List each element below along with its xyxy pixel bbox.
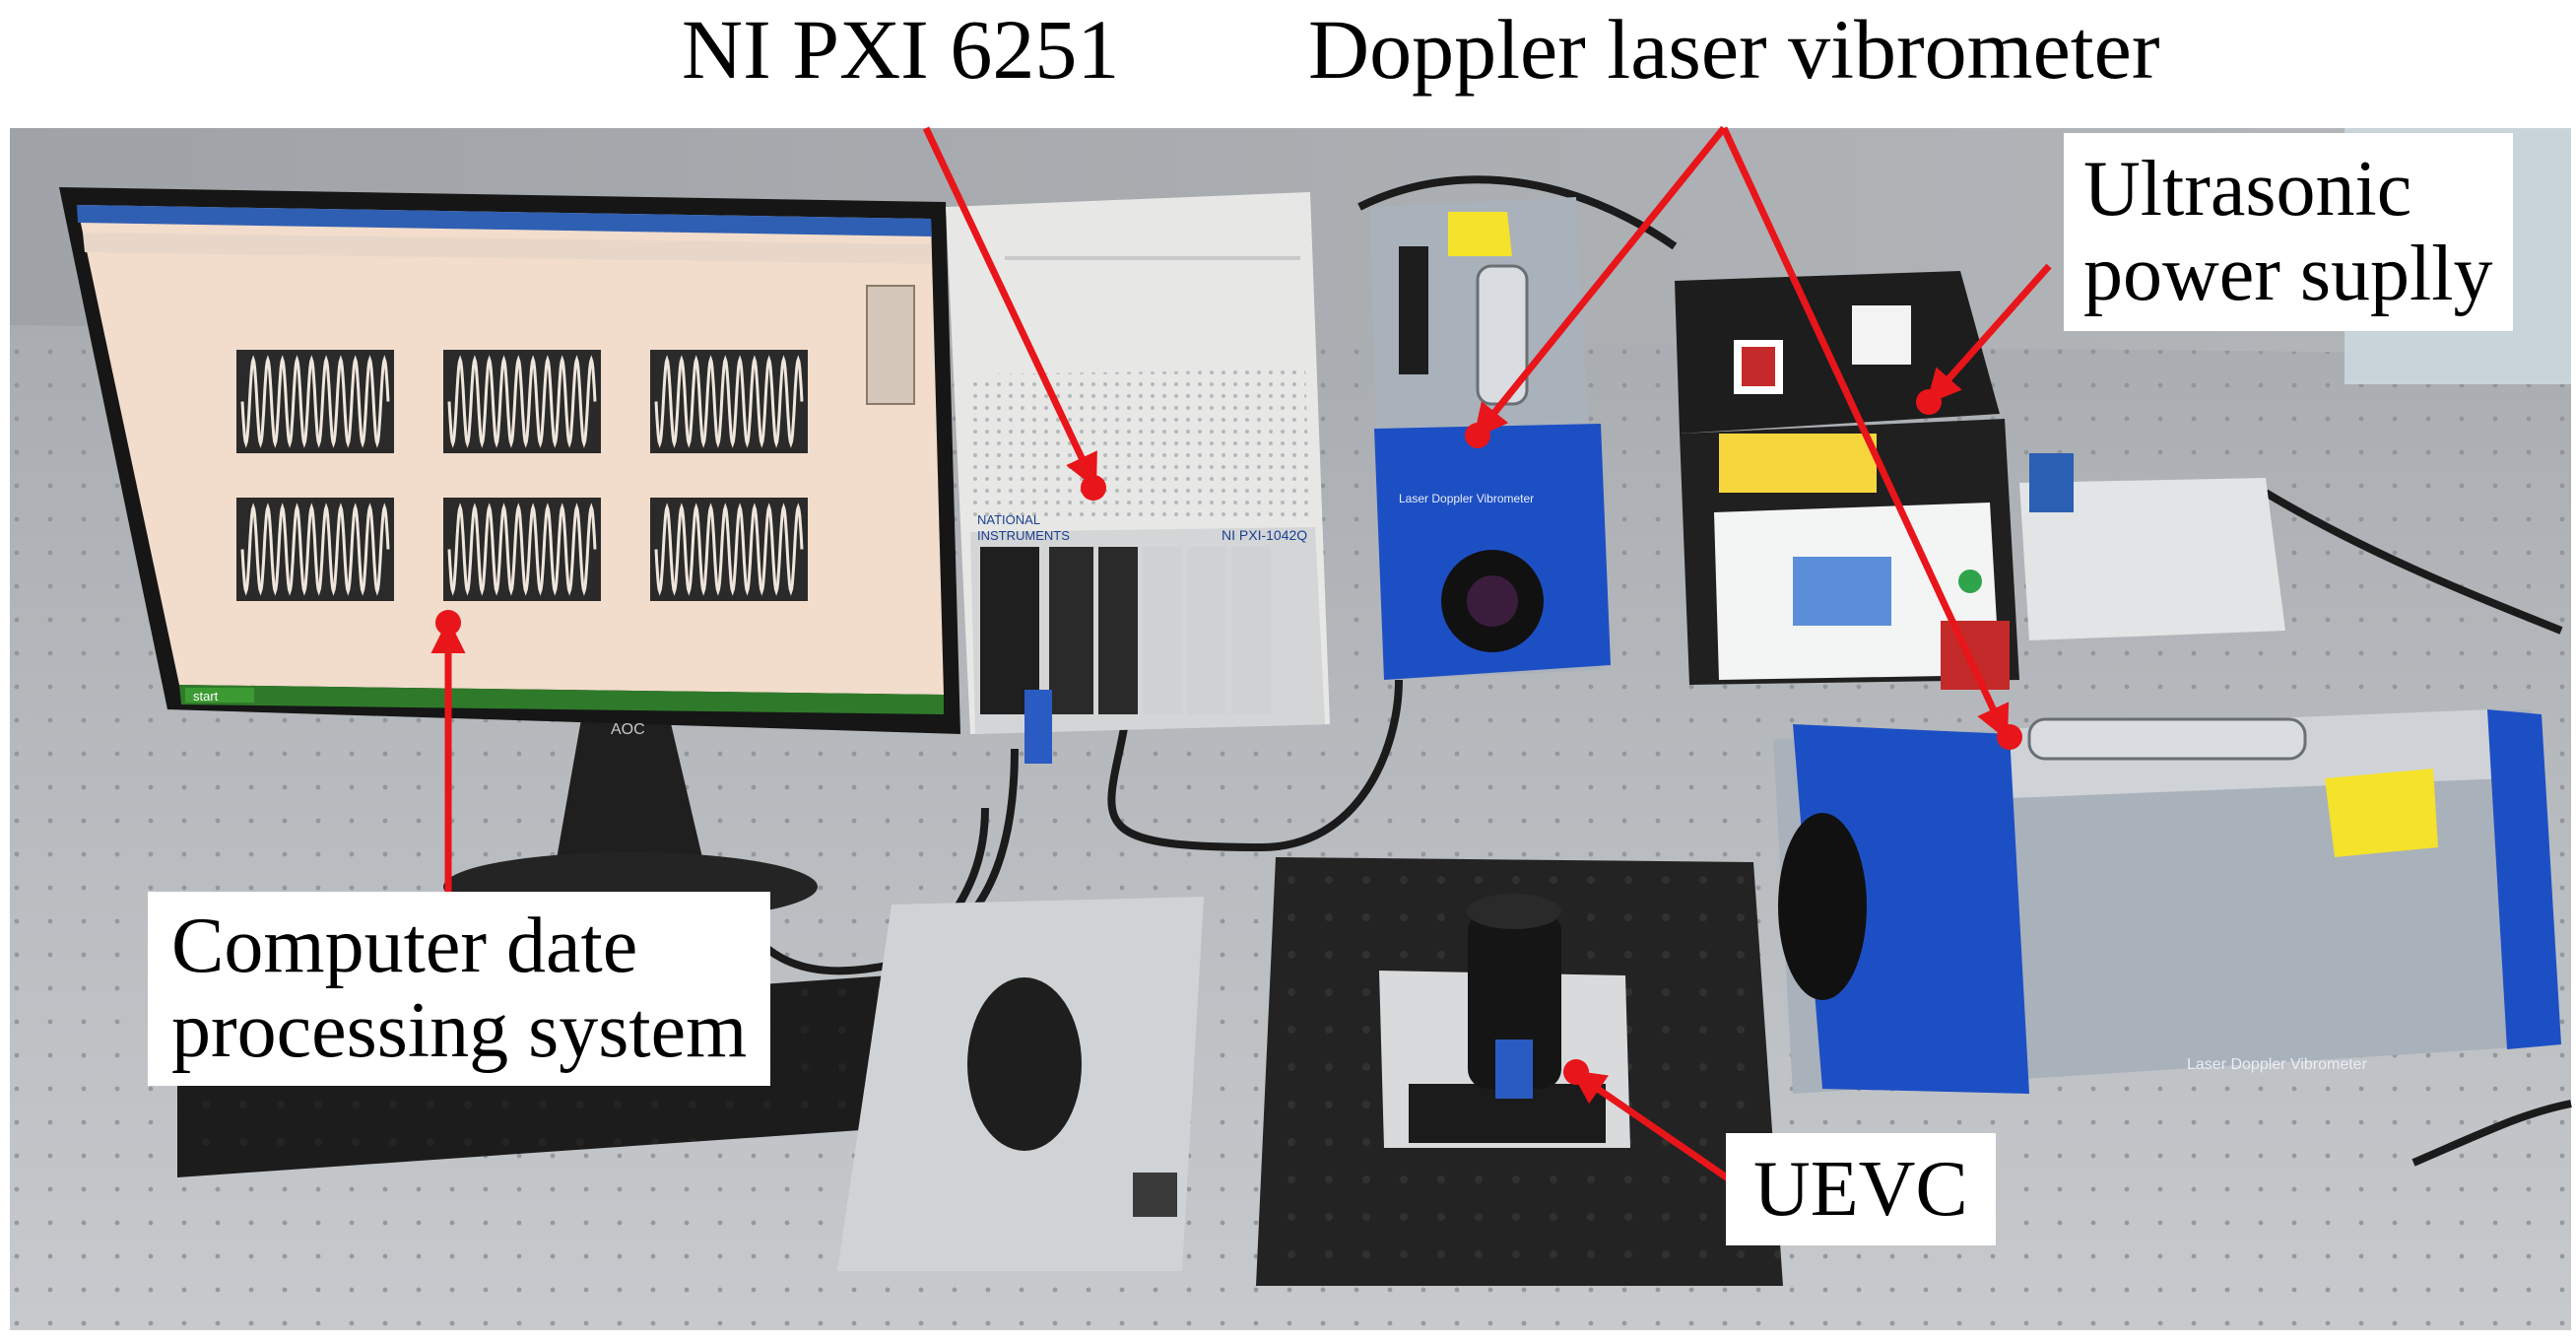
ultrasonic-power-supply (1675, 271, 2019, 690)
monitor-brand-text: AOC (611, 721, 645, 738)
waveform-panel (236, 498, 394, 601)
right-vibrometer-text: Laser Doppler Vibrometer (2187, 1056, 2368, 1073)
laser-vibrometer-right: Laser Doppler Vibrometer (1773, 709, 2561, 1094)
arrow-dots (435, 389, 2022, 1085)
arrow-doppler-right (1720, 126, 2010, 741)
annotation-arrows (430, 125, 2052, 1185)
mouse-pad (837, 897, 1204, 1271)
arrow-uevc (1570, 1070, 1736, 1185)
arrow-doppler-left (1473, 125, 1727, 439)
arrow-ni-pxi (922, 126, 1097, 490)
waveform-panel (650, 498, 808, 601)
ni-chassis-model: NI PXI-1042Q (1222, 527, 1307, 543)
left-vibrometer-text: Laser Doppler Vibrometer (1399, 492, 1534, 505)
label-uevc: UEVC (1726, 1133, 1996, 1246)
ni-pxi-chassis: NATIONAL INSTRUMENTS NI PXI-1042Q (946, 192, 1330, 764)
label-computer-line2: processing system (171, 987, 748, 1075)
label-doppler-vibrometer: Doppler laser vibrometer (1308, 2, 2160, 97)
ni-brand-line1: NATIONAL (977, 512, 1040, 527)
label-computer-line1: Computer date (171, 903, 638, 989)
label-ni-pxi: NI PXI 6251 (682, 2, 1120, 97)
label-ultrasonic-line1: Ultrasonic (2083, 146, 2412, 233)
computer-monitor: start AOC (59, 187, 960, 921)
label-ultrasonic-power-supply: Ultrasonic power suplly (2064, 133, 2513, 331)
controller-box (2019, 453, 2285, 640)
ni-brand-line2: INSTRUMENTS (977, 528, 1070, 543)
waveform-panel (443, 498, 601, 601)
uevc-breadboard (1256, 857, 1783, 1286)
arrow-ultrasonic (1926, 263, 2052, 405)
taskbar-start-label: start (193, 689, 219, 704)
label-computer-processing: Computer date processing system (148, 892, 771, 1086)
label-ultrasonic-line2: power suplly (2083, 231, 2493, 318)
waveform-panel (650, 350, 808, 453)
waveform-panels (236, 350, 808, 601)
waveform-panel (236, 350, 394, 453)
waveform-panel (443, 350, 601, 453)
